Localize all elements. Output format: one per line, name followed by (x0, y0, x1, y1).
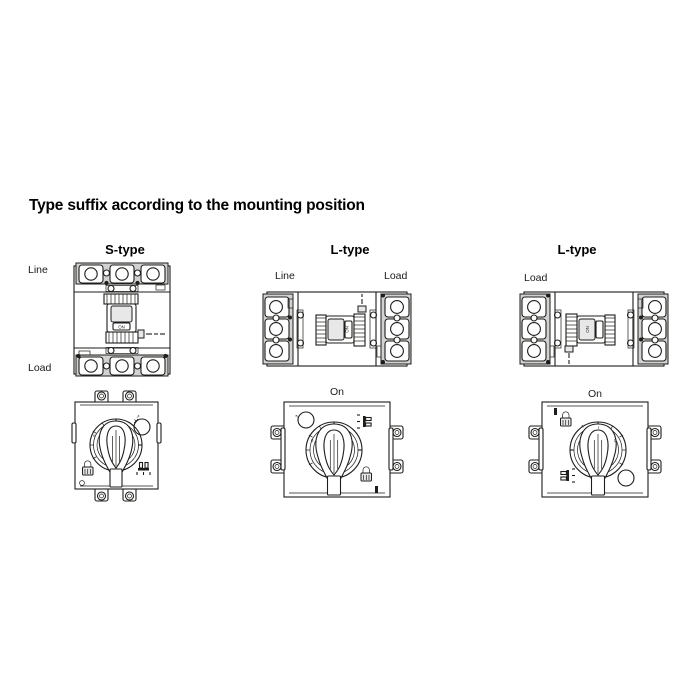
terminal-glyph (560, 468, 575, 483)
svg-text:A: A (581, 424, 584, 429)
svg-text:0: 0 (93, 433, 96, 438)
l-type-a-line-label: Line (275, 270, 295, 282)
l-type-a-on-label: On (330, 386, 345, 398)
line-terminals (75, 262, 169, 291)
toggle-mechanism (564, 313, 616, 364)
page-title: Type suffix according to the mounting po… (29, 197, 365, 214)
s-type-load-label: Load (28, 362, 52, 374)
terminal-glyph (136, 461, 151, 475)
line-terminals (262, 293, 294, 365)
s-type-breaker-drawing: ON (66, 262, 178, 378)
svg-text:ON: ON (585, 326, 590, 333)
svg-text:ON: ON (345, 326, 350, 333)
svg-text:I: I (598, 425, 599, 430)
rotary-knob (315, 423, 353, 496)
s-type-rotary-handle-drawing: I 0 ↗ (66, 390, 182, 502)
l-type-a-rotary-handle-drawing: I 0 A ↖ (270, 398, 404, 502)
svg-text:↗: ↗ (136, 414, 140, 419)
column-header-s-type: S-type (105, 242, 145, 257)
terminal-glyph (357, 414, 372, 429)
rotary-knob (98, 420, 134, 488)
l-type-b-on-label: On (588, 388, 603, 400)
load-terminals (376, 293, 412, 365)
toggle-mechanism: ON (103, 293, 165, 344)
padlock-icon (360, 466, 372, 482)
svg-text:0: 0 (614, 438, 617, 443)
column-header-l-type-load-left: L-type (557, 242, 597, 257)
l-type-a-load-label: Load (384, 270, 408, 282)
padlock-icon (560, 411, 572, 427)
svg-text:0: 0 (311, 438, 314, 443)
line-terminals (637, 293, 669, 365)
l-type-b-breaker-drawing: ON (519, 288, 669, 370)
svg-text:↖: ↖ (295, 414, 299, 420)
padlock-icon (82, 460, 94, 476)
toggle-mechanism: ON (315, 294, 367, 347)
load-terminals (75, 350, 169, 377)
l-type-b-rotary-handle-drawing: I 0 A (528, 398, 662, 502)
svg-text:ON: ON (118, 325, 125, 330)
rotary-knob (579, 423, 617, 496)
column-header-l-type-line-left: L-type (330, 242, 370, 257)
s-type-line-label: Line (28, 264, 48, 276)
l-type-a-breaker-drawing: ON (262, 288, 412, 370)
load-terminals (519, 293, 555, 365)
l-type-b-load-label: Load (524, 272, 548, 284)
